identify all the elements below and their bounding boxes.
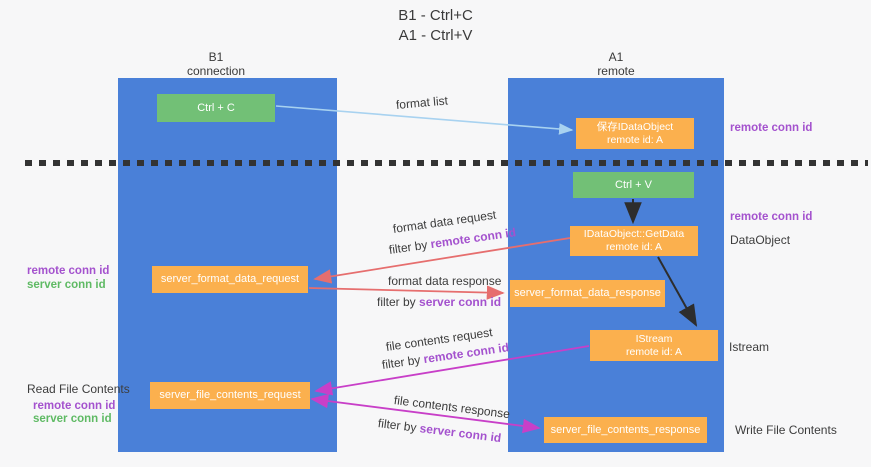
save-idataobject-line1: 保存IDataObject <box>596 120 674 133</box>
server-conn-id-left2-label: server conn id <box>33 413 112 425</box>
server-conn-id-left1-label: server conn id <box>27 279 106 291</box>
getdata-to-istream-arrow <box>657 256 698 327</box>
format-response-label: server_format_data_response <box>514 287 661 299</box>
remote-conn-id-top-label: remote conn id <box>730 122 813 134</box>
getdata-box: IDataObject::GetData remote id: A <box>570 226 698 256</box>
remote-conn-id-left2-label: remote conn id <box>33 400 116 412</box>
getdata-line2: remote id: A <box>605 241 663 253</box>
diagram-title: B1 - Ctrl+C A1 - Ctrl+V <box>0 6 871 46</box>
ctrl-v-label: Ctrl + V <box>615 178 652 191</box>
ctrl-c-box: Ctrl + C <box>157 94 275 122</box>
format-response-box: server_format_data_response <box>510 280 665 307</box>
remote-conn-id-mid-label: remote conn id <box>730 211 813 223</box>
dataobject-label: DataObject <box>730 233 791 247</box>
phase-separator-dashed-line <box>25 160 868 166</box>
ctrl-v-box: Ctrl + V <box>573 172 694 198</box>
file-contents-request-arrow <box>314 345 590 396</box>
column-header-a1: A1 remote <box>546 50 686 78</box>
file-response-label: server_file_contents_response <box>550 423 701 436</box>
write-file-contents-label: Write File Contents <box>735 423 837 437</box>
ctrl-c-label: Ctrl + C <box>197 101 235 114</box>
istream-side-label: Istream <box>729 340 770 354</box>
column-header-b1: B1 connection <box>146 50 286 78</box>
file-response-box: server_file_contents_response <box>544 417 707 443</box>
title-line1: B1 - Ctrl+C <box>398 7 473 24</box>
read-file-contents-label: Read File Contents <box>27 382 130 396</box>
filter-server-1-label: filter by server conn id <box>377 295 501 309</box>
format-data-response-label: format data response <box>388 274 502 288</box>
file-contents-response-arrow <box>310 393 541 434</box>
file-request-label: server_file_contents_request <box>159 389 301 401</box>
filter-by-text-2: filter by <box>377 295 416 309</box>
a1-name: A1 <box>608 50 624 64</box>
getdata-line1: IDataObject::GetData <box>583 228 685 240</box>
format-data-request-arrow <box>313 237 571 284</box>
format-list-arrow <box>275 105 574 135</box>
title-line2: A1 - Ctrl+V <box>398 27 473 44</box>
server-conn-id-text-1: server conn id <box>419 295 502 309</box>
a1-role: remote <box>597 64 635 78</box>
format-request-box: server_format_data_request <box>152 266 308 293</box>
istream-line2: remote id: A <box>625 345 683 358</box>
format-data-response-arrow <box>308 285 505 300</box>
b1-role: connection <box>186 64 246 78</box>
remote-conn-id-left1-label: remote conn id <box>27 265 110 277</box>
b1-name: B1 <box>208 50 224 64</box>
save-idataobject-line2: remote id: A <box>606 133 664 146</box>
save-idataobject-box: 保存IDataObject remote id: A <box>576 118 694 149</box>
format-request-label: server_format_data_request <box>160 273 300 285</box>
file-request-box: server_file_contents_request <box>150 382 310 409</box>
istream-box: IStream remote id: A <box>590 330 718 361</box>
istream-line1: IStream <box>635 332 673 345</box>
